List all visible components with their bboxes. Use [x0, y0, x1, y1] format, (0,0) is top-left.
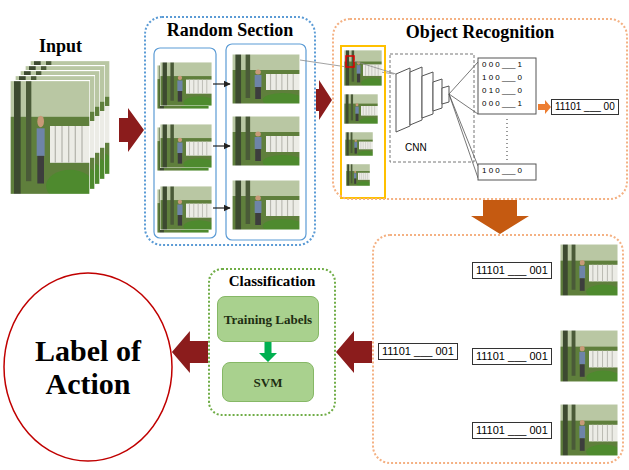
feature-vector: 11101 ___ 001 [472, 348, 552, 365]
input-photos [10, 60, 114, 202]
feature-vector-panel: 11101 ___ 001 11101 ___ 001 11101 ___ 001 1… [372, 234, 624, 464]
panel-title: Random Section [146, 19, 314, 41]
feature-vector: 11101 ___ 00 [551, 99, 619, 115]
block-arrow [119, 108, 144, 152]
block-arrow [471, 200, 529, 234]
matrix-row: 1 0 0 ___ 0 [482, 166, 522, 176]
input-stack: Input [2, 34, 119, 199]
box-text: Training Labels [220, 310, 316, 329]
process-box: Training Labels [217, 296, 319, 342]
matrix-row: 0 0 0 ___ 1 [482, 60, 522, 70]
panel-title: Object Recognition [334, 21, 626, 43]
block-arrow [336, 331, 372, 373]
block-arrow [259, 342, 277, 362]
cnn-label: CNN [405, 142, 427, 154]
classification-panel: ClassificationTraining LabelsSVM [208, 268, 336, 416]
feature-photos [560, 244, 621, 459]
box-text: SVM [250, 373, 287, 392]
feature-vector: 11101 ___ 001 [472, 262, 552, 279]
random-section-panel: Random Section [144, 16, 316, 246]
result-circle: Label of Action [3, 272, 173, 462]
circle-outline [4, 273, 172, 461]
panel-title: Classification [210, 272, 334, 291]
object-recognition-drawing [341, 46, 551, 198]
feature-vector: 11101 ___ 001 [378, 343, 458, 360]
matrix-row: 0 1 0 ___ 0 [482, 86, 522, 96]
matrix-row: 0 0 0 ___ 1 [482, 99, 522, 109]
random-section-photos [154, 44, 394, 240]
matrix-row: 1 0 0 ___ 0 [482, 73, 522, 83]
block-arrow [316, 80, 332, 120]
process-box: SVM [222, 362, 314, 402]
block-arrow [172, 331, 208, 373]
panel-title: Input [2, 35, 119, 57]
result-text: Label of Action [13, 334, 163, 400]
feature-vector: 11101 ___ 001 [472, 422, 552, 439]
